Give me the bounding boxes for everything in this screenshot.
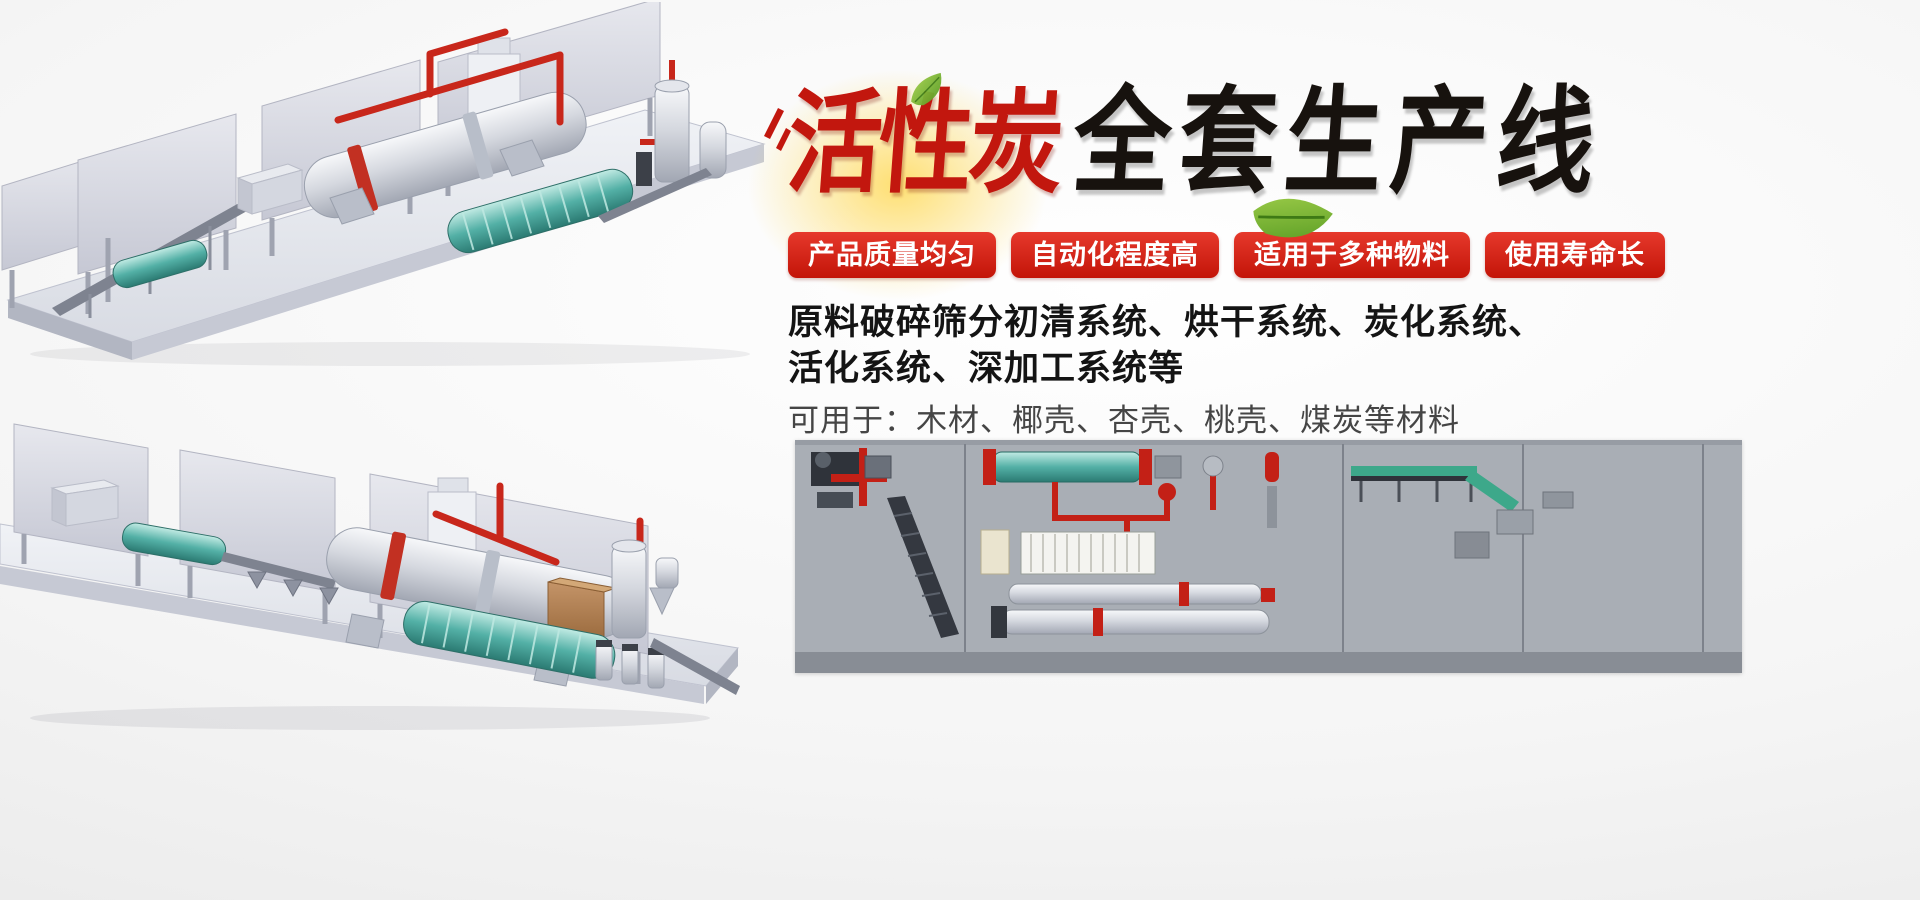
leaf-icon [911, 72, 942, 106]
control-cabinet [980, 529, 1010, 575]
feeder-unit [811, 448, 892, 508]
materials-line: 可用于：木材、椰壳、杏壳、桃壳、煤炭等材料 [788, 403, 1460, 438]
storage-bin [1454, 531, 1490, 559]
hopper-box [50, 479, 120, 527]
hopper-box [236, 163, 304, 215]
furnace-tower [611, 539, 679, 639]
feature-badge-lifespan: 使用寿命长 [1485, 232, 1665, 278]
feed-conveyor [221, 552, 336, 589]
feature-badge-automation: 自动化程度高 [1011, 232, 1219, 278]
systems-description-line1: 原料破碎筛分初清系统、烘干系统、炭化系统、 [788, 303, 1545, 342]
feature-badge-quality: 产品质量均匀 [788, 232, 996, 278]
rotary-kilns-top-view [991, 582, 1275, 638]
activation-drum [447, 168, 634, 254]
discharge-conveyor [1351, 466, 1534, 535]
red-piping [334, 28, 564, 126]
production-line-render-top [1, 2, 766, 366]
pipework [1052, 470, 1216, 536]
systems-description: 原料破碎筛分初清系统、烘干系统、炭化系统、活化系统、深加工系统等 [788, 300, 1918, 391]
dryer-stands [329, 139, 545, 225]
floor-joints [964, 444, 1704, 652]
production-line-render-bottom [0, 423, 740, 730]
packing-unit [1542, 491, 1574, 509]
title-rest: 全套生产线 [1068, 74, 1608, 210]
feature-badge-materials: 适用于多种物料 [1234, 232, 1470, 278]
red-cyclone [1265, 452, 1279, 482]
hero-content: 活性炭全套生产线 产品质量均匀 自动化程度高 适用于多种物料 使用寿命长 原料破… [748, 60, 1918, 440]
fan-unit [1202, 455, 1224, 477]
cooling-tanks [595, 640, 665, 689]
mini-hoppers [247, 571, 339, 606]
screening-drum [112, 239, 208, 289]
stack-pipe [1267, 486, 1277, 528]
production-line-diagram [795, 440, 1742, 673]
activation-drum [403, 600, 616, 679]
systems-description-line2: 活化系统、深加工系统等 [788, 348, 1185, 388]
discharge-conveyor [650, 638, 740, 695]
leaf-icon [1253, 198, 1333, 238]
pipe-valve [1158, 483, 1176, 501]
furnace-tower [636, 60, 727, 186]
incline-conveyor [887, 496, 959, 638]
feature-badges: 产品质量均匀 自动化程度高 适用于多种物料 使用寿命长 [788, 232, 1918, 278]
heat-exchanger [1020, 531, 1156, 575]
discharge-conveyor [598, 168, 712, 223]
dryer-drum-top-view [983, 449, 1182, 485]
rotary-dryer [303, 91, 587, 219]
brush-accent-icon [764, 108, 791, 151]
